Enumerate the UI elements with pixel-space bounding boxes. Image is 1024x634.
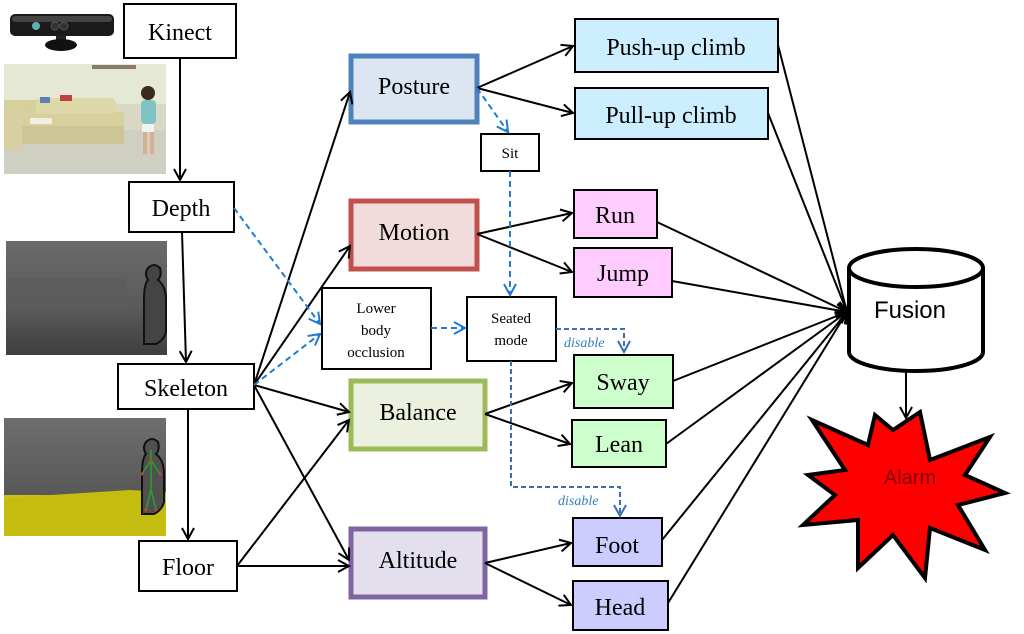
pull-up-label: Pull-up climb — [605, 103, 736, 129]
skeleton-node: Skeleton — [117, 363, 255, 410]
edge-pushup-fusion — [777, 44, 847, 312]
edge-run-fusion — [656, 221, 847, 312]
altitude-node: Altitude — [348, 526, 488, 600]
edge-skeleton-posture — [253, 92, 350, 386]
edge-skeleton-motion — [253, 246, 350, 386]
skeleton-label: Skeleton — [144, 376, 228, 402]
edge-balance-lean — [484, 413, 570, 444]
dashed-disable-sway — [556, 328, 624, 352]
dashed-depth-occlusion — [233, 207, 320, 324]
dashed-posture-sit — [476, 87, 508, 132]
lean-label: Lean — [595, 432, 643, 458]
edge-posture-pullup — [476, 87, 573, 113]
rgb-frame-image — [4, 64, 166, 174]
kinect-label: Kinect — [148, 20, 212, 46]
edge-posture-pushup — [476, 46, 573, 89]
pull-up-climb-node: Pull-up climb — [574, 87, 769, 140]
floor-label: Floor — [162, 555, 214, 581]
sit-label: Sit — [502, 146, 520, 162]
foot-node: Foot — [572, 517, 663, 567]
edge-jump-fusion — [671, 280, 847, 312]
edge-head-fusion — [667, 312, 847, 604]
balance-label: Balance — [379, 400, 456, 426]
pipeline-edges — [180, 45, 906, 605]
lean-node: Lean — [571, 419, 667, 468]
motion-label: Motion — [379, 220, 450, 246]
fusion-node: Fusion — [847, 247, 985, 373]
push-up-label: Push-up climb — [606, 35, 745, 61]
alarm-starburst-icon — [797, 408, 1012, 584]
occlusion-line-1: Lower — [356, 301, 395, 317]
skeleton-frame-image — [4, 418, 166, 536]
kinect-sensor-image — [10, 14, 114, 51]
kinect-node: Kinect — [123, 3, 237, 59]
occlusion-line-2: body — [361, 323, 392, 339]
push-up-climb-node: Push-up climb — [574, 18, 779, 73]
edge-floor-balance — [236, 420, 349, 567]
run-node: Run — [573, 189, 658, 239]
edge-pullup-fusion — [767, 112, 847, 312]
disable-foot-label: disable — [558, 494, 598, 509]
edge-altitude-foot — [484, 543, 571, 564]
foot-label: Foot — [595, 533, 639, 559]
edge-motion-run — [476, 213, 572, 235]
seated-line-1: Seated — [491, 311, 531, 327]
sit-node: Sit — [480, 133, 540, 172]
dashed-disable-foot — [510, 361, 620, 516]
occlusion-edges: disable disable — [233, 87, 624, 516]
edge-altitude-head — [484, 562, 571, 605]
disable-sway-label: disable — [564, 336, 604, 351]
lower-body-occlusion-node: Lower body occlusion — [321, 287, 432, 370]
edge-motion-jump — [476, 233, 572, 272]
posture-label: Posture — [378, 74, 450, 100]
depth-node: Depth — [128, 181, 235, 233]
head-node: Head — [572, 580, 669, 631]
dashed-skeleton-occlusion — [253, 334, 320, 386]
posture-node: Posture — [348, 53, 480, 125]
jump-node: Jump — [573, 247, 673, 298]
depth-frame-image — [6, 241, 167, 355]
depth-label: Depth — [152, 196, 211, 222]
alarm-node: Alarm — [797, 408, 1012, 584]
floor-node: Floor — [138, 540, 238, 592]
sway-label: Sway — [596, 370, 649, 396]
edge-depth-skeleton — [182, 231, 186, 362]
run-label: Run — [595, 203, 635, 229]
head-label: Head — [595, 595, 646, 621]
edge-skeleton-altitude — [253, 384, 349, 560]
edge-lean-fusion — [665, 312, 847, 445]
occlusion-line-3: occlusion — [347, 345, 405, 361]
edge-foot-fusion — [661, 312, 847, 541]
edge-balance-sway — [484, 383, 572, 415]
balance-node: Balance — [348, 378, 488, 452]
altitude-label: Altitude — [379, 548, 458, 574]
motion-node: Motion — [348, 198, 480, 272]
alarm-label: Alarm — [884, 467, 936, 489]
edge-sway-fusion — [672, 312, 847, 382]
seated-line-2: mode — [494, 333, 528, 349]
sway-node: Sway — [573, 354, 674, 409]
fusion-label: Fusion — [874, 297, 946, 324]
jump-label: Jump — [597, 261, 649, 287]
seated-mode-node: Seated mode — [466, 296, 557, 362]
edge-skeleton-balance — [253, 384, 349, 412]
